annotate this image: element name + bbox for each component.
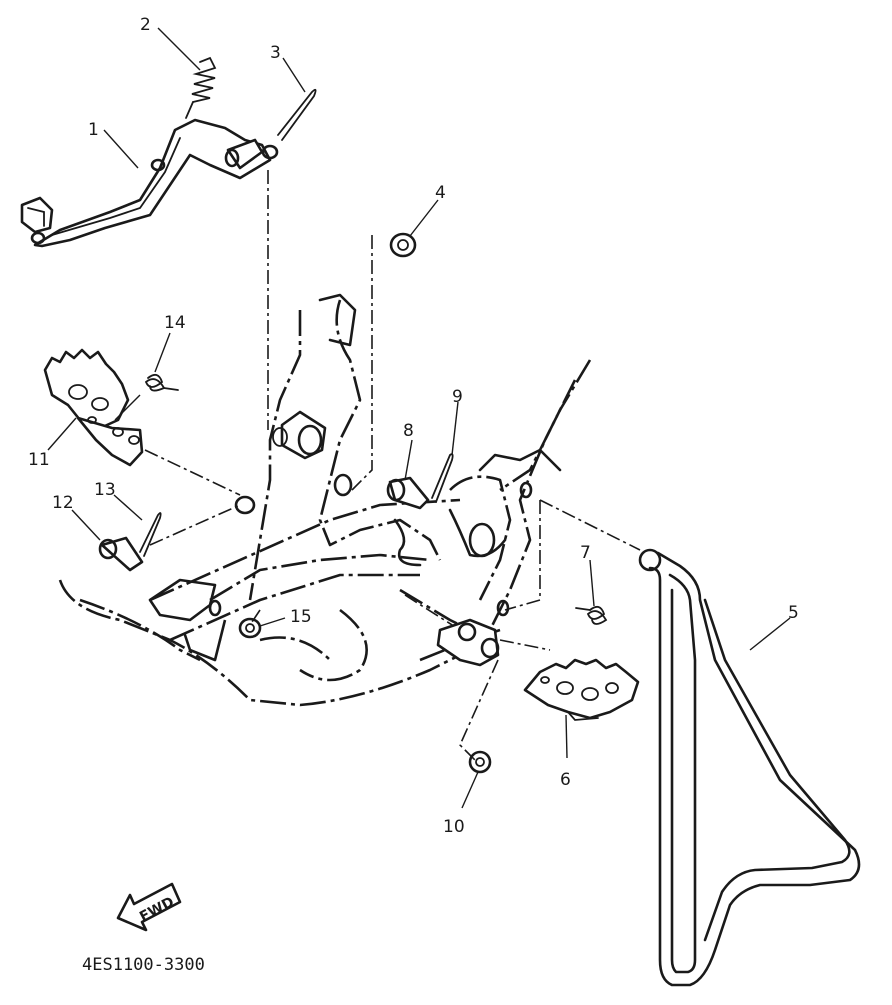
callout-numbers: 1 2 3 4 5 6 7 8 9 10 11 12 13 14 15	[28, 15, 799, 837]
part-7-footrest-spring	[575, 605, 608, 625]
callout-4: 4	[435, 183, 446, 203]
callout-9: 9	[452, 387, 463, 407]
part-1-brake-pedal	[20, 118, 279, 248]
callout-11: 11	[28, 450, 50, 470]
frame-outline	[58, 299, 592, 707]
part-9-cotter-pin	[431, 453, 454, 503]
callout-8: 8	[403, 421, 414, 441]
callout-12: 12	[52, 493, 74, 513]
part-12-footrest-pin	[98, 536, 144, 572]
callout-leaders	[47, 27, 791, 809]
part-3-cotter-pin	[277, 88, 317, 141]
part-10-washer	[468, 750, 492, 774]
frame-right-bracket	[436, 618, 500, 667]
callout-6: 6	[560, 770, 571, 790]
callout-3: 3	[270, 43, 281, 63]
frame-footrest-mounts	[208, 473, 533, 617]
callout-14: 14	[164, 313, 186, 333]
part-4-washer	[389, 232, 417, 258]
callout-5: 5	[788, 603, 799, 623]
part-14-footrest-spring	[144, 373, 179, 392]
callout-1: 1	[88, 120, 99, 140]
forward-direction-arrow: FWD	[116, 882, 182, 932]
part-8-collar	[386, 476, 430, 510]
part-13-cotter-pin	[139, 512, 162, 557]
part-11-footrest-left	[43, 348, 144, 467]
frame-pivot-boss	[272, 410, 327, 460]
callout-10: 10	[443, 817, 465, 837]
callout-13: 13	[94, 480, 116, 500]
part-15-washer	[238, 617, 262, 639]
callout-2: 2	[140, 15, 151, 35]
alignment-lines	[144, 170, 641, 761]
part-2-return-spring	[185, 56, 217, 119]
callout-7: 7	[580, 543, 591, 563]
drawing-code: 4ES1100-3300	[82, 955, 205, 975]
callout-15: 15	[290, 607, 312, 627]
part-5-stand	[638, 548, 861, 987]
part-6-footrest-right	[523, 658, 640, 721]
